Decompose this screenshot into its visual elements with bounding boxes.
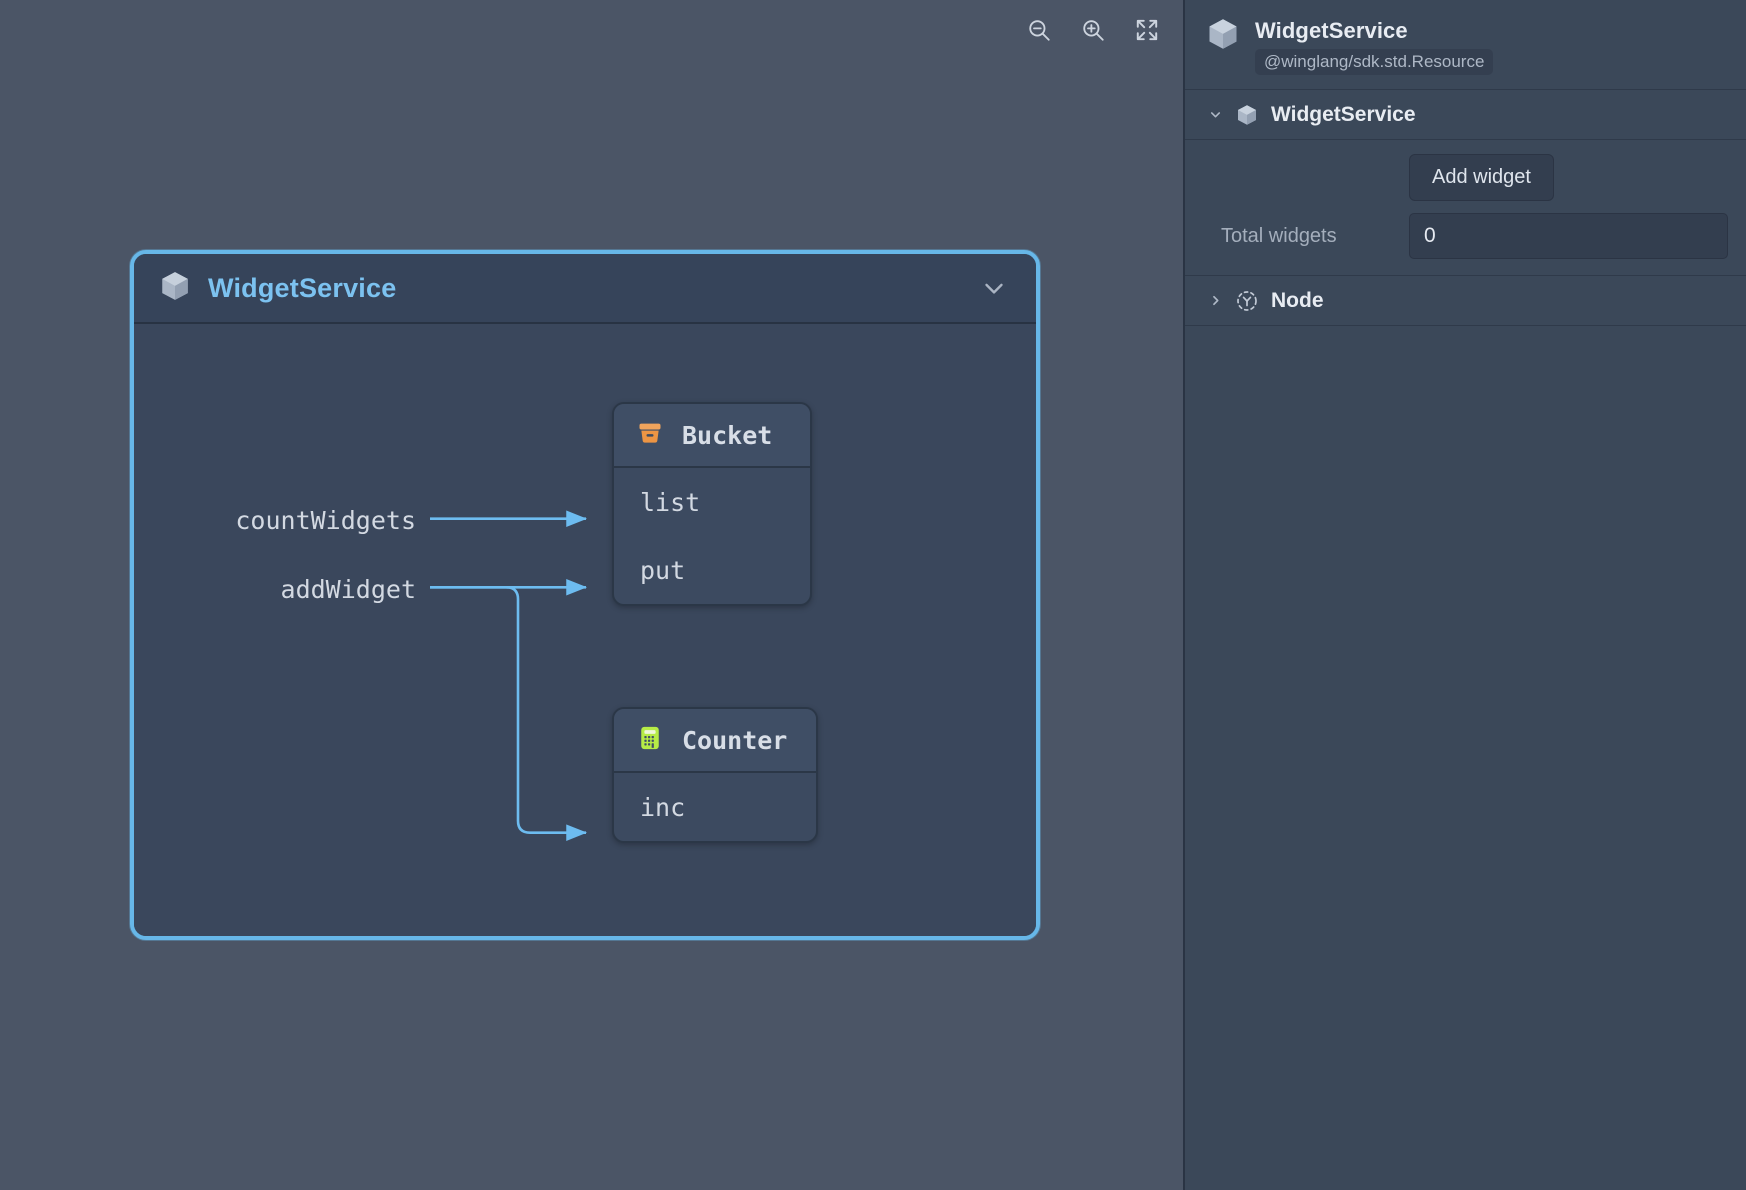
tree-item-label: Node xyxy=(1271,288,1324,312)
tree-item-widgetservice[interactable]: WidgetService xyxy=(1185,90,1746,140)
total-widgets-label: Total widgets xyxy=(1221,224,1337,247)
diagram-node-body: countWidgets addWidget Bucket xyxy=(134,324,1036,936)
add-widget-button[interactable]: Add widget xyxy=(1409,154,1554,201)
inspector-type-badge: @winglang/sdk.std.Resource xyxy=(1255,49,1494,75)
diagram-node-counter-header: Counter xyxy=(614,709,816,773)
diagram-node-widgetservice[interactable]: WidgetService xyxy=(130,250,1040,940)
inspector-empty-area xyxy=(1185,326,1746,1190)
canvas-toolbar xyxy=(1025,16,1161,44)
cube-icon xyxy=(1235,103,1259,127)
chevron-down-icon[interactable] xyxy=(1207,107,1223,123)
bucket-icon xyxy=(636,419,664,452)
fit-to-screen-icon[interactable] xyxy=(1133,16,1161,44)
tree-item-node[interactable]: Node xyxy=(1185,276,1746,326)
diagram-node-counter-body: inc xyxy=(614,773,816,841)
total-widgets-input[interactable] xyxy=(1409,213,1728,259)
diagram-node-bucket[interactable]: Bucket list put xyxy=(612,402,812,606)
diagram-port-list[interactable]: list xyxy=(640,487,701,517)
diagram-node-bucket-title: Bucket xyxy=(682,420,773,450)
diagram-node-counter-title: Counter xyxy=(682,725,788,755)
inspector-sidebar: WidgetService @winglang/sdk.std.Resource… xyxy=(1183,0,1746,1190)
add-widget-control: Add widget xyxy=(1409,154,1728,201)
add-widget-row: Add widget xyxy=(1203,154,1728,201)
node-icon xyxy=(1235,289,1259,313)
cube-icon xyxy=(1205,16,1241,57)
diagram-node-title: WidgetService xyxy=(208,272,397,303)
diagram-node-bucket-header: Bucket xyxy=(614,404,810,468)
diagram-node-header[interactable]: WidgetService xyxy=(134,254,1036,324)
calculator-icon xyxy=(636,724,664,757)
total-widgets-row: Total widgets xyxy=(1203,213,1728,259)
inspector-header: WidgetService @winglang/sdk.std.Resource xyxy=(1185,0,1746,90)
diagram-port-put[interactable]: put xyxy=(640,555,686,585)
zoom-in-icon[interactable] xyxy=(1079,16,1107,44)
edge-label-countwidgets: countWidgets xyxy=(235,506,416,535)
diagram-port-inc[interactable]: inc xyxy=(640,792,686,822)
cube-icon xyxy=(158,269,192,308)
inspector-title: WidgetService xyxy=(1255,18,1408,43)
diagram-node-bucket-body: list put xyxy=(614,468,810,604)
zoom-out-icon[interactable] xyxy=(1025,16,1053,44)
diagram-canvas[interactable]: WidgetService xyxy=(0,0,1183,1190)
total-widgets-control xyxy=(1409,213,1728,259)
edge-label-addwidget: addWidget xyxy=(280,575,416,604)
diagram-node-counter[interactable]: Counter inc xyxy=(612,707,818,843)
diagram-edges xyxy=(430,510,588,841)
inspector-fields: Add widget Total widgets xyxy=(1185,140,1746,276)
tree-item-label: WidgetService xyxy=(1271,102,1416,126)
inspector-header-text: WidgetService @winglang/sdk.std.Resource xyxy=(1255,16,1494,75)
chevron-right-icon[interactable] xyxy=(1207,293,1223,309)
chevron-down-icon[interactable] xyxy=(974,268,1014,308)
